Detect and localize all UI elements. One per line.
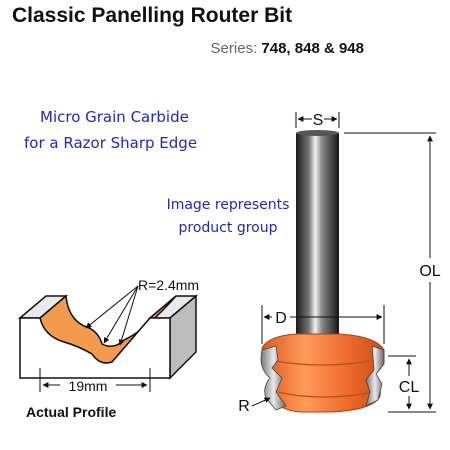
series-label: Series: [210, 40, 258, 57]
profile-caption: Actual Profile [26, 404, 116, 420]
dim-s-label: S [313, 112, 324, 129]
carbide-blade-right [365, 345, 385, 407]
cutter-head [260, 333, 385, 413]
series-line: Series: 748, 848 & 948 [211, 40, 364, 57]
carbide-blade [260, 345, 287, 411]
shank-top [296, 130, 339, 136]
dim-ol-label: OL [419, 263, 440, 280]
profile-radius-label: R=2.4mm [138, 277, 199, 293]
group-note-line1: Image represents [166, 197, 290, 213]
series-values: 748, 848 & 948 [261, 40, 364, 57]
carbide-note-line1: Micro Grain Carbide [40, 108, 189, 126]
carbide-note-line2: for a Razor Sharp Edge [24, 134, 198, 152]
dim-cl-label: CL [399, 379, 420, 396]
dim-d-label: D [275, 310, 287, 327]
actual-profile: 19mm R=2.4mm [17, 277, 199, 394]
profile-width-label: 19mm [69, 378, 108, 394]
dim-r-label: R [238, 398, 250, 415]
page-title: Classic Panelling Router Bit [12, 4, 293, 27]
shank [296, 133, 339, 345]
group-note-line2: product group [178, 220, 278, 236]
